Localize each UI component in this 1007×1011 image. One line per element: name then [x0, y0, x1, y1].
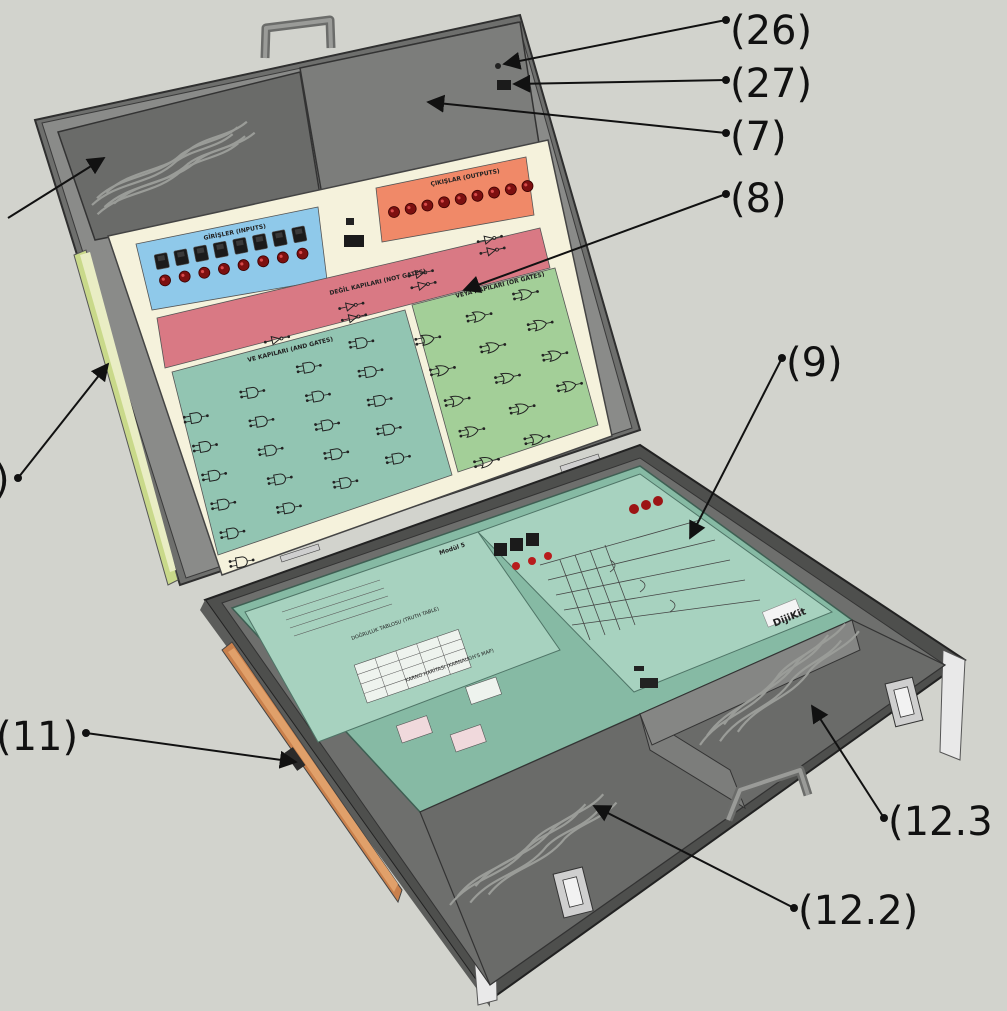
- callout-12-2: (12.2): [798, 888, 918, 934]
- indicator-dot: [495, 63, 501, 69]
- case-lid: GİRİŞLER (INPUTS) ÇIKIŞLAR (OUTPUTS): [33, 13, 642, 587]
- brand-label-box: [761, 598, 803, 628]
- toggle-switches: [494, 533, 552, 570]
- callout-12-3-partial: (12.3: [888, 799, 993, 845]
- callout-7: (7): [730, 114, 787, 160]
- callout-27: (27): [730, 61, 812, 107]
- kmap-grids: [395, 676, 503, 753]
- callout-9: (9): [786, 340, 843, 386]
- front-latch-right: [884, 676, 924, 728]
- lower-module-board: Modül 5 DOĞRULUK TABLOSU (TRUTH TABLE) K…: [230, 465, 854, 813]
- front-latch-left: [552, 866, 594, 919]
- truth-table-grid: [353, 629, 472, 704]
- small-connector: [497, 80, 511, 90]
- case-base: Modül 5 DOĞRULUK TABLOSU (TRUTH TABLE) K…: [200, 443, 967, 1007]
- callout-11: (11): [0, 714, 78, 760]
- circuit-drawing: [539, 519, 761, 641]
- callout-leaders: [7, 19, 885, 909]
- output-leds-lower: [629, 496, 663, 514]
- power-indicator: [346, 218, 354, 225]
- callout-8: (8): [730, 176, 787, 222]
- callout-10-partial: ): [0, 457, 10, 503]
- callout-dots: [14, 16, 888, 912]
- power-switch: [344, 235, 364, 247]
- callout-26: (26): [730, 8, 812, 54]
